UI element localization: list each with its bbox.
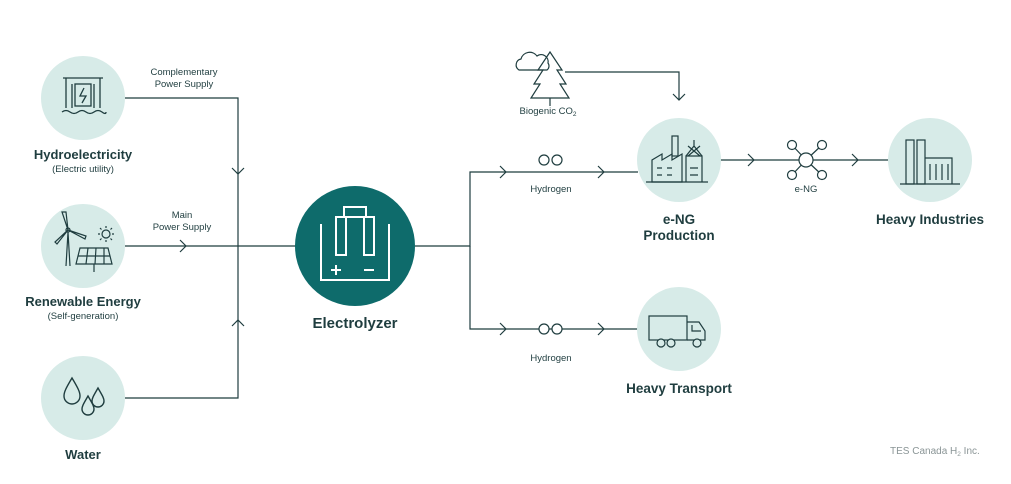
biogenic-co2-line	[565, 71, 680, 100]
electrolyzer-to-eng-line	[415, 171, 638, 247]
arrow-right-chevron	[851, 153, 859, 167]
truck-icon	[648, 315, 706, 348]
hydro-subtitle: (Electric utility)	[52, 164, 114, 175]
dam-icon	[61, 77, 107, 115]
arrow-right-chevron	[499, 165, 507, 179]
arrow-right-chevron	[179, 239, 187, 253]
eng-production-title-line1: e-NG	[662, 212, 696, 227]
eng-flow-label: e-NG	[794, 184, 818, 195]
water-circle	[41, 356, 125, 440]
heavy-industries-title: Heavy Industries	[875, 212, 985, 227]
biogenic-co2-label: Biogenic CO2	[519, 106, 577, 118]
heavy-industries-circle	[888, 118, 972, 202]
hydrogen-molecule-icon	[538, 154, 563, 166]
renewable-subtitle: (Self-generation)	[47, 311, 119, 322]
hydrogen-label-upper: Hydrogen	[530, 184, 572, 195]
arrow-right-chevron	[597, 322, 605, 336]
electrolyzer-title: Electrolyzer	[312, 315, 398, 332]
electrolyzer-to-transport-line	[469, 246, 638, 330]
main-supply-label-line2: Power Supply	[152, 222, 212, 233]
arrow-right-chevron	[597, 165, 605, 179]
arrow-right-chevron	[499, 322, 507, 336]
renewable-circle	[41, 204, 125, 288]
complementary-label-line2: Power Supply	[154, 79, 214, 90]
industry-icon	[900, 139, 960, 185]
arrow-right-chevron	[747, 153, 755, 167]
factory-icon	[646, 135, 708, 183]
hydro-circle	[41, 56, 125, 140]
battery-icon	[320, 206, 390, 281]
electrolyzer-circle	[295, 186, 415, 306]
heavy-transport-title: Heavy Transport	[626, 381, 732, 396]
cloud-tree-icon	[515, 50, 571, 106]
hydro-water-collector-line	[125, 97, 239, 399]
main-supply-label-line1: Main	[171, 210, 193, 221]
complementary-label-line1: Complementary	[150, 67, 218, 78]
credit-text: TES Canada H2 Inc.	[890, 446, 980, 458]
heavy-transport-circle	[637, 287, 721, 371]
eng-production-title-line2: Production	[643, 228, 715, 243]
renewable-title: Renewable Energy	[25, 294, 141, 309]
arrow-down-chevron	[231, 167, 245, 175]
arrow-up-chevron	[231, 319, 245, 327]
water-title: Water	[65, 447, 101, 462]
wind-solar-icon	[54, 211, 114, 272]
water-drops-icon	[63, 376, 105, 416]
hydro-title: Hydroelectricity	[33, 147, 133, 162]
hydrogen-label-lower: Hydrogen	[530, 353, 572, 364]
eng-production-circle	[637, 118, 721, 202]
hydrogen-molecule-icon	[538, 323, 563, 335]
arrow-down-chevron	[672, 93, 686, 101]
molecule-icon	[786, 139, 828, 181]
